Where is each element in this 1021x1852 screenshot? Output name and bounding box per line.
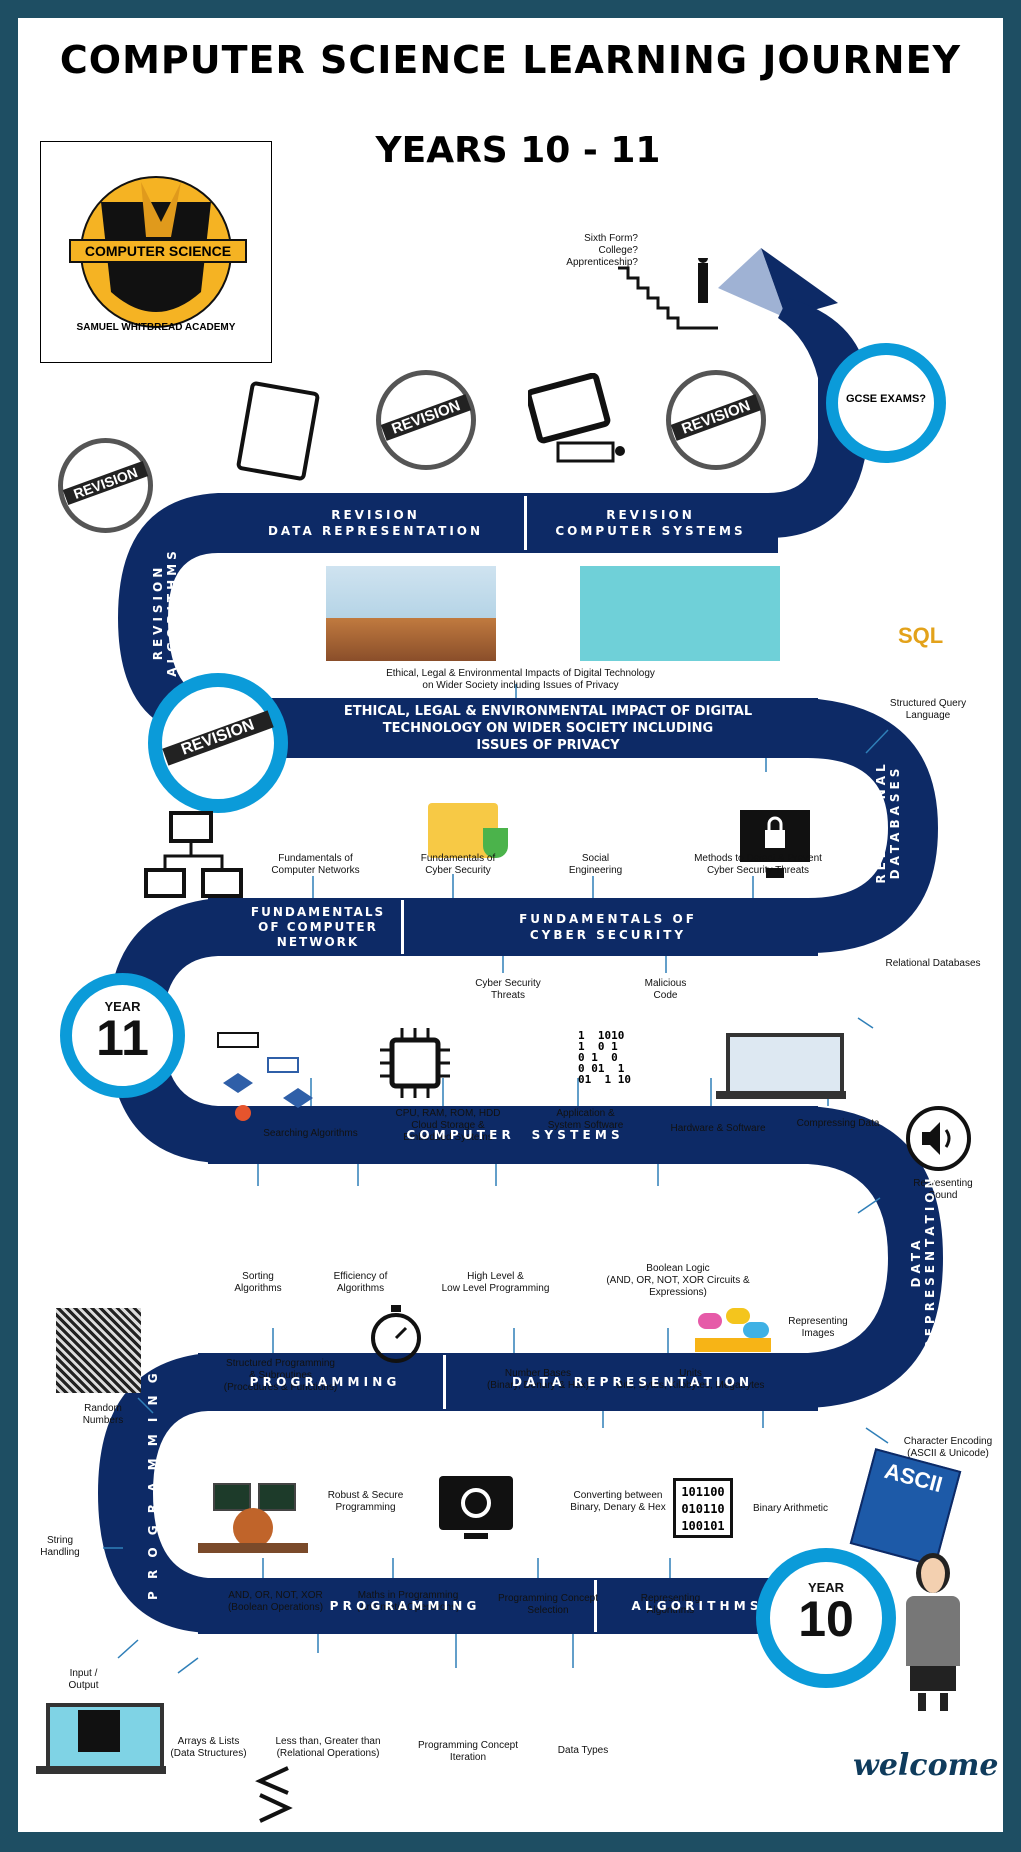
year-10-number: 10 [798, 1591, 854, 1647]
cpu-chip-icon [380, 1028, 450, 1098]
label-ethical-small: Ethical, Legal & Environmental Impacts o… [386, 668, 655, 691]
band-ethical: ETHICAL, LEGAL & ENVIRONMENTAL IMPACT OF… [343, 703, 753, 753]
band-programming-1: P R O G R A M M I N G [249, 1375, 397, 1389]
journey-road [98, 248, 943, 1674]
label-random: Random Numbers [82, 1403, 124, 1426]
label-prog-concept-it: Programming Concept Iteration [417, 1740, 519, 1763]
band-revision-computer-systems: REVISION COMPUTER SYSTEMS [555, 508, 746, 538]
label-compressing: Compressing Data [796, 1118, 880, 1129]
factory-pollution-image [326, 566, 496, 661]
label-methods-detect: Methods to Detect & Prevent Cyber Securi… [694, 853, 822, 876]
padlock-monitor-icon [740, 810, 810, 878]
year-11-number: 11 [96, 1010, 149, 1066]
label-string: String Handling [40, 1535, 80, 1558]
page-title: COMPUTER SCIENCE LEARNING JOURNEY [59, 38, 962, 82]
page-subtitle: YEARS 10 - 11 [375, 130, 661, 171]
relational-operators-icon [255, 1766, 293, 1823]
label-app-sys: Application & System Software [547, 1108, 624, 1131]
computer-icon [528, 373, 625, 463]
band-fund-networks: FUNDAMENTALS OF COMPUTER NETWORK [250, 904, 386, 949]
welcome-text: welcome [853, 1748, 999, 1783]
band-programming-2: P R O G R A M M I N G [329, 1599, 477, 1613]
label-binary-arith: Binary Arithmetic [752, 1503, 829, 1514]
label-maths: Maths in Programming (Arithmetic Operati… [356, 1590, 460, 1613]
band-relational-databases: RELATIONAL DATABASES [874, 760, 902, 884]
coder-image [193, 1473, 313, 1568]
label-relational-db: Relational Databases [885, 958, 981, 969]
cyber-security-folder-image [388, 773, 533, 873]
label-hw-sw: Hardware & Software [670, 1123, 766, 1134]
band-algorithms: A L G O R I T H M S [631, 1599, 759, 1613]
stairs-icon [618, 258, 718, 330]
boolean-operators-image [693, 1308, 773, 1358]
label-high-low: High Level & Low Level Programming [441, 1271, 550, 1294]
hacker-image [580, 566, 780, 661]
band-revision-algorithms: REVISION ALGORITHMS [151, 547, 179, 677]
label-robust: Robust & Secure Programming [327, 1490, 404, 1513]
input-output-image [36, 1698, 166, 1778]
label-fund-cyber: Fundamentals of Cyber Security [420, 853, 496, 876]
year-11-word: YEAR [104, 999, 141, 1014]
revision-stamp-3: REVISION [666, 370, 766, 470]
binary-skull-icon: 1 1010 1 0 1 0 1 0 0 01 1 01 1 10 [578, 1029, 631, 1086]
revision-stamp-1: REVISION [58, 438, 153, 533]
label-number-bases: Number Bases (Binary, Denary & Hex) [486, 1368, 590, 1391]
label-rep-alg: Representing Algorithms [640, 1593, 701, 1616]
exit-arrow-head [761, 248, 838, 318]
band-computer-systems: C O M P U T E R S Y S T E M S [406, 1128, 620, 1142]
label-fund-networks: Fundamentals of Computer Networks [271, 853, 360, 876]
school-logo: COMPUTER SCIENCE SAMUEL WHITBREAD ACADEM… [40, 141, 272, 363]
label-prog-concept-sel: Programming Concept Selection [497, 1593, 599, 1616]
band-programming-vertical: P R O G R A M M I N G [146, 1369, 160, 1600]
label-boolean-logic: Boolean Logic (AND, OR, NOT, XOR Circuit… [606, 1263, 750, 1298]
year-10-word: YEAR [807, 1580, 845, 1595]
label-searching: Searching Algorithms [263, 1128, 358, 1139]
settings-monitor-icon [439, 1476, 513, 1539]
band-data-representation: D A T A R E P R E S E N T A T I O N [511, 1375, 750, 1389]
label-cyber-threats: Cyber Security Threats [475, 978, 541, 1001]
revision-circle: REVISION [148, 673, 288, 813]
year-11-circle: YEAR 11 [60, 973, 185, 1098]
random-noise-image [56, 1308, 141, 1393]
label-malicious: Malicious Code [644, 978, 687, 1001]
flowchart-icon [217, 1032, 313, 1121]
label-sql: Structured Query Language [889, 698, 967, 721]
logo-badge-text: COMPUTER SCIENCE [69, 239, 247, 263]
gcse-exams-label: GCSE EXAMS? [845, 393, 927, 405]
infographic-page: COMPUTER SCIENCE LEARNING JOURNEY YEARS … [18, 18, 1003, 1832]
stopwatch-icon [371, 1305, 421, 1363]
label-arrays: Arrays & Lists (Data Structures) [170, 1736, 247, 1759]
label-sorting: Sorting Algorithms [234, 1271, 282, 1294]
year-10-circle: YEAR 10 [756, 1548, 896, 1688]
label-less-than: Less than, Greater than (Relational Oper… [275, 1736, 381, 1759]
gcse-exams-circle: GCSE EXAMS? [826, 343, 946, 463]
band-fund-cyber: FUNDAMENTALS OF CYBER SECURITY [519, 912, 697, 942]
label-units: Units Bits, Bytes, Kilobytes, Megabytes [616, 1368, 765, 1391]
label-input-output: Input / Output [68, 1668, 99, 1691]
laptop-apps-image [711, 1018, 851, 1108]
student-avatar [898, 1548, 968, 1713]
binary-box-icon: 101100 010110 100101 [673, 1478, 733, 1538]
network-icon [144, 811, 243, 898]
band-revision-data-representation: REVISION DATA REPRESENTATION [267, 508, 484, 538]
sql-image: SQL [898, 623, 944, 648]
label-cpu: CPU, RAM, ROM, HDD Cloud Storage & Embed… [395, 1108, 501, 1143]
logo-ring-text: SAMUEL WHITBREAD ACADEMY [76, 322, 236, 333]
band-data-representation-vertical: DATA REPRESENTATION [909, 1174, 937, 1350]
label-data-types: Data Types [557, 1745, 609, 1756]
label-structured: Structured Programming & Subroutines (Pr… [223, 1358, 338, 1393]
speaker-icon [906, 1106, 971, 1171]
label-and-or: AND, OR, NOT, XOR (Boolean Operations) [227, 1590, 324, 1613]
label-char-enc: Character Encoding (ASCII & Unicode) [903, 1436, 993, 1459]
label-converting: Converting between Binary, Denary & Hex [570, 1490, 666, 1513]
revision-stamp-2: REVISION [376, 370, 476, 470]
label-efficiency: Efficiency of Algorithms [333, 1271, 388, 1294]
next-steps-label: Sixth Form? College? Apprenticeship? [566, 233, 638, 268]
label-social-eng: Social Engineering [568, 853, 623, 876]
label-rep-images: Representing Images [788, 1316, 848, 1339]
label-rep-sound: Representing Sound [913, 1178, 973, 1201]
